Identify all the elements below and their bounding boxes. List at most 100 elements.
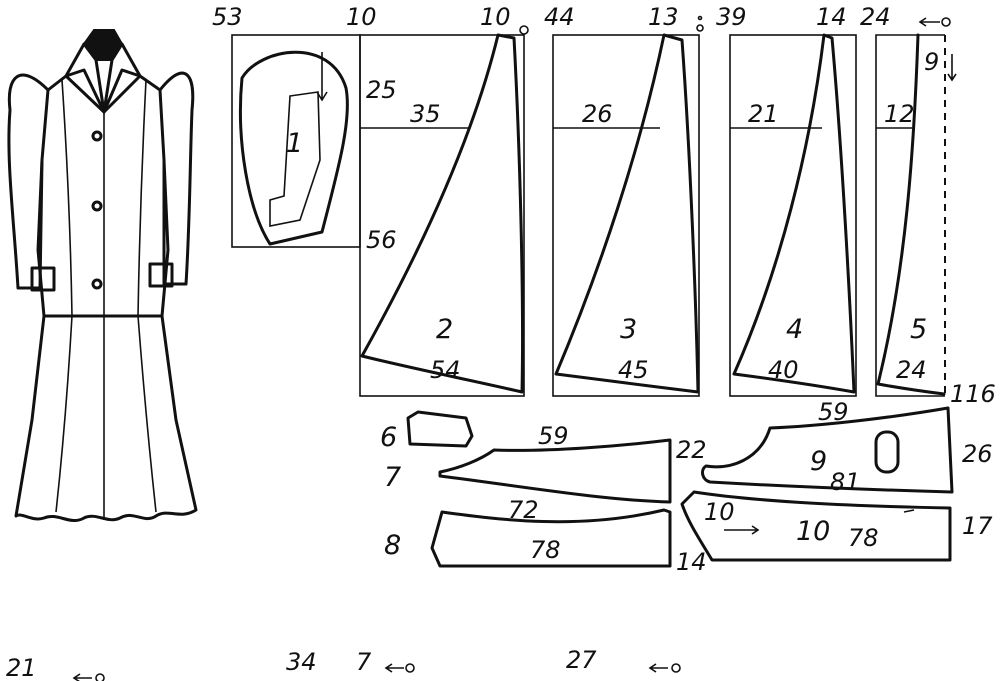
piece-9-slot — [874, 430, 900, 474]
skirt-seam — [137, 315, 157, 513]
pattern-piece-2 — [359, 25, 529, 397]
grain-arrow-icon — [316, 52, 328, 102]
left-pocket — [30, 266, 56, 292]
piece-2-frame — [359, 34, 525, 397]
piece-3-id: 3 — [620, 314, 637, 345]
notch-mark — [903, 509, 915, 513]
label-top-44: 44 — [544, 3, 575, 31]
button — [91, 130, 103, 142]
label-81: 81 — [830, 468, 861, 496]
label-bottom-7: 7 — [356, 648, 372, 676]
label-17: 17 — [962, 512, 993, 540]
label-14-bottom: 14 — [676, 548, 707, 576]
mark-circle-icon — [95, 673, 105, 681]
direction-arrow-icon — [918, 17, 940, 27]
pattern-piece-5 — [875, 17, 957, 397]
pattern-piece-8 — [430, 508, 672, 568]
label-78-right: 78 — [848, 524, 879, 552]
skirt — [14, 314, 198, 523]
piece-9-id: 9 — [810, 446, 827, 477]
label-top-14: 14 — [816, 3, 847, 31]
label-35: 35 — [410, 100, 441, 128]
pattern-piece-10 — [680, 490, 952, 562]
label-top-39: 39 — [716, 3, 747, 31]
label-10-left: 10 — [704, 498, 735, 526]
piece-10-id: 10 — [796, 516, 830, 547]
piece-9-outline — [701, 406, 954, 494]
label-9-corner: 9 — [924, 48, 939, 76]
pattern-piece-7 — [438, 438, 672, 504]
label-22: 22 — [676, 436, 707, 464]
piece-5-id: 5 — [910, 314, 927, 345]
mark-circle-icon — [697, 15, 703, 21]
piece-6-id: 6 — [380, 422, 397, 453]
mark-circle-icon — [671, 663, 681, 673]
label-bottom-27: 27 — [566, 646, 597, 674]
piece-2-id: 2 — [436, 314, 453, 345]
label-45: 45 — [618, 356, 649, 384]
pattern-piece-9 — [701, 406, 954, 494]
piece-4-outline — [732, 33, 856, 394]
labels: 53 10 10 44 13 39 14 24 1 25 35 56 2 54 … — [6, 3, 996, 681]
label-78-left: 78 — [530, 536, 561, 564]
piece-4-frame — [729, 34, 857, 397]
piece-1-id: 1 — [286, 128, 303, 159]
mark-circle-icon — [696, 24, 704, 32]
label-top-10b: 10 — [480, 3, 511, 31]
label-26-right: 26 — [962, 440, 993, 468]
mark-circle-icon — [405, 663, 415, 673]
piece-1-outline — [239, 50, 349, 246]
direction-arrow-icon — [384, 663, 404, 673]
pattern-piece-1 — [231, 34, 361, 248]
label-25: 25 — [366, 76, 397, 104]
label-21-top: 21 — [748, 100, 779, 128]
label-40: 40 — [768, 356, 799, 384]
piece-5-frame — [875, 34, 945, 397]
piece-7-id: 7 — [384, 462, 401, 493]
right-sleeve — [158, 71, 195, 286]
label-24-bottom: 24 — [896, 356, 927, 384]
mark-circle-icon — [941, 17, 951, 27]
right-pocket — [148, 262, 174, 288]
label-12: 12 — [884, 100, 915, 128]
pattern-piece-6 — [406, 410, 474, 448]
direction-arrow-icon — [72, 673, 92, 681]
pattern-piece-4 — [729, 33, 857, 397]
label-bottom-34: 34 — [286, 648, 317, 676]
skirt-seam — [55, 315, 73, 513]
piece-3-frame — [552, 34, 700, 397]
piece-1-inner — [269, 91, 321, 227]
button — [91, 200, 103, 212]
left-sleeve — [7, 73, 50, 290]
piece-10-outline — [680, 490, 952, 562]
label-bottom-21: 21 — [6, 654, 37, 681]
label-26-top: 26 — [582, 100, 613, 128]
right-princess-seam — [137, 79, 147, 317]
piece-8-id: 8 — [384, 530, 401, 561]
button — [91, 278, 103, 290]
direction-arrow-icon — [724, 525, 760, 535]
piece-3-outline — [554, 33, 700, 394]
direction-arrow-icon — [648, 663, 668, 673]
piece-2-outline — [360, 33, 525, 394]
mark-circle-icon — [519, 25, 529, 35]
label-116: 116 — [950, 380, 996, 408]
label-54: 54 — [430, 356, 461, 384]
piece-8-outline — [430, 508, 672, 568]
label-top-53: 53 — [212, 3, 243, 31]
left-princess-seam — [61, 79, 73, 317]
pattern-piece-3 — [552, 15, 704, 397]
label-72: 72 — [508, 496, 539, 524]
label-59-right: 59 — [818, 398, 849, 426]
label-56: 56 — [366, 226, 397, 254]
label-top-24: 24 — [860, 3, 891, 31]
grain-arrow-icon — [947, 54, 957, 82]
garment-sketch — [7, 29, 198, 523]
label-top-13: 13 — [648, 3, 679, 31]
right-lapel — [102, 42, 142, 114]
label-59-left: 59 — [538, 422, 569, 450]
piece-5-outline — [876, 33, 946, 396]
piece-7-outline — [438, 438, 672, 504]
jacket-body — [36, 74, 170, 318]
